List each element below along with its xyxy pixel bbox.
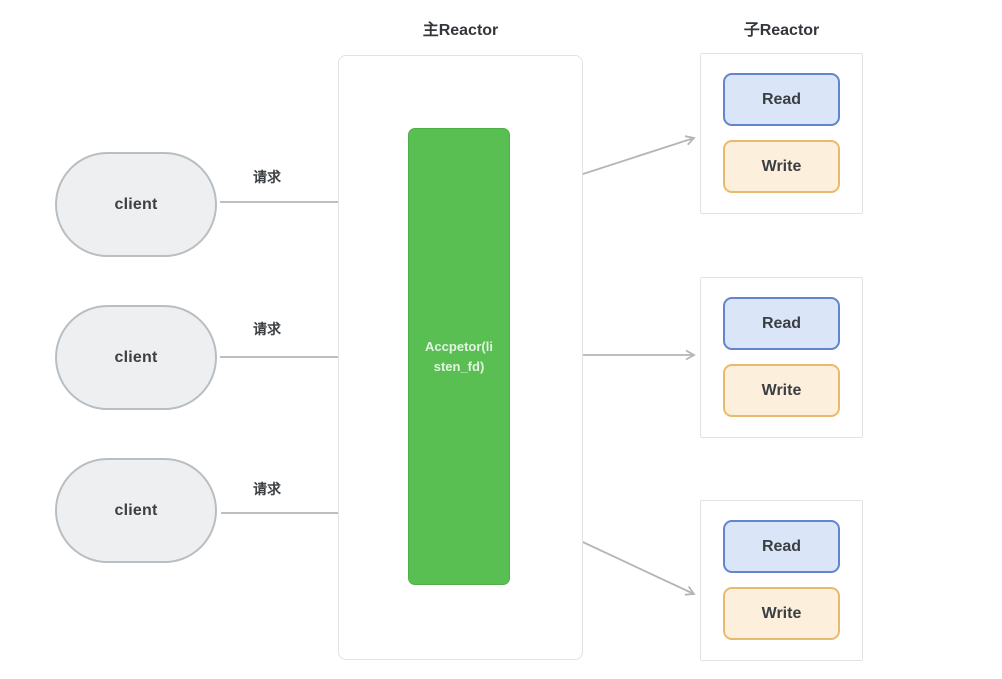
- client-node-2: client: [55, 305, 217, 410]
- client-node-3: client: [55, 458, 217, 563]
- acceptor-node: Accpetor(li sten_fd): [408, 128, 510, 585]
- write-node: Write: [723, 364, 840, 417]
- client-label: client: [114, 195, 158, 213]
- acceptor-label-line2: sten_fd): [433, 358, 485, 374]
- client-label: client: [114, 501, 158, 519]
- request-label-2: 请求: [253, 321, 281, 337]
- main-reactor-title: 主Reactor: [422, 22, 499, 39]
- sub-reactor-title: 子Reactor: [743, 22, 820, 39]
- read-node: Read: [723, 73, 840, 126]
- write-node: Write: [723, 140, 840, 193]
- client-node-1: client: [55, 152, 217, 257]
- read-node: Read: [723, 520, 840, 573]
- sub-reactor-box-2: Read Write: [700, 277, 863, 438]
- write-node: Write: [723, 587, 840, 640]
- acceptor-label-line1: Accpetor(li: [425, 338, 493, 354]
- read-node: Read: [723, 297, 840, 350]
- client-label: client: [114, 348, 158, 366]
- sub-reactor-box-3: Read Write: [700, 500, 863, 661]
- request-label-1: 请求: [253, 169, 281, 185]
- request-label-3: 请求: [253, 481, 281, 497]
- sub-reactor-box-1: Read Write: [700, 53, 863, 214]
